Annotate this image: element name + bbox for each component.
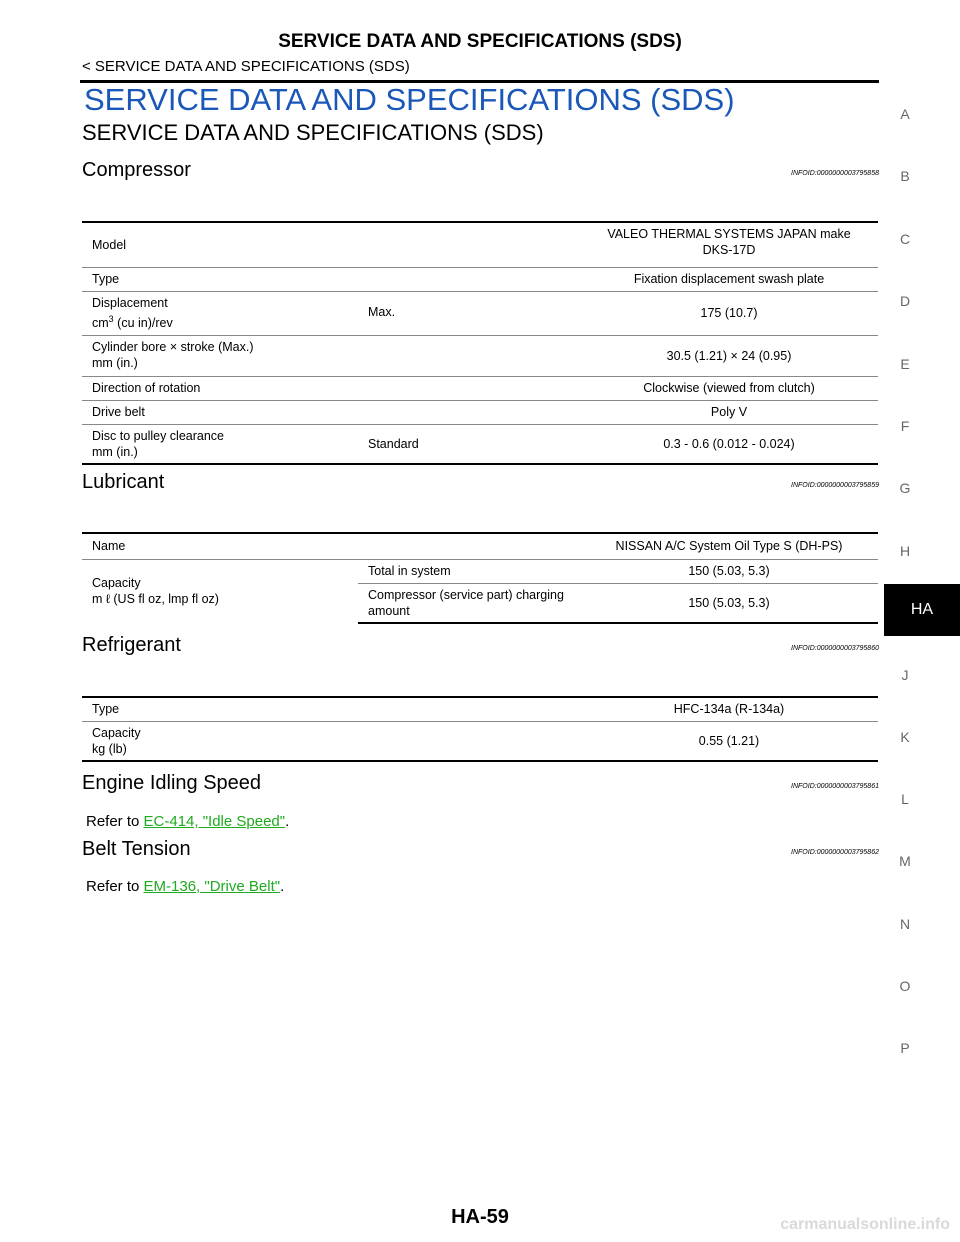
idling-reference: Refer to EC-414, "Idle Speed". — [86, 813, 289, 830]
compressor-charge-value: 150 (5.03, 5.3) — [580, 582, 878, 624]
table-row: Name NISSAN A/C System Oil Type S (DH-PS… — [82, 532, 878, 559]
belt-value: Poly V — [580, 399, 878, 424]
capacity-label: Capacity m ℓ (US fl oz, lmp fl oz) — [82, 558, 358, 623]
table-row: Direction of rotation Clockwise (viewed … — [82, 375, 878, 400]
side-index-c[interactable]: C — [899, 231, 911, 247]
side-index-n[interactable]: N — [899, 916, 911, 932]
belt-tension-infoid: INFOID:0000000003795862 — [791, 849, 879, 856]
side-index-o[interactable]: O — [899, 978, 911, 994]
side-index-d[interactable]: D — [899, 293, 911, 309]
watermark: carmanualsonline.info — [780, 1216, 950, 1233]
clearance-sub: Standard — [358, 423, 580, 465]
compressor-heading: Compressor — [82, 159, 191, 181]
compressor-table: Model VALEO THERMAL SYSTEMS JAPAN make D… — [82, 221, 878, 465]
displacement-sub: Max. — [358, 290, 580, 335]
model-value-line-1: VALEO THERMAL SYSTEMS JAPAN make — [607, 227, 851, 241]
belt-label: Drive belt — [82, 399, 580, 424]
clearance-label-line-1: Disc to pulley clearance — [92, 428, 225, 443]
page-number: HA-59 — [451, 1206, 509, 1228]
refrigerant-infoid: INFOID:0000000003795860 — [791, 645, 879, 652]
clearance-label: Disc to pulley clearance mm (in.) — [82, 423, 358, 465]
model-value-line-2: DKS-17D — [702, 243, 756, 257]
header-rule — [80, 80, 879, 83]
refrigerant-capacity-label: Capacity kg (lb) — [82, 720, 580, 762]
table-row: Displacement cm3 (cu in)/rev Max. 175 (1… — [82, 290, 878, 335]
lubricant-infoid: INFOID:0000000003795859 — [791, 482, 879, 489]
name-value: NISSAN A/C System Oil Type S (DH-PS) — [580, 532, 878, 559]
section-title: SERVICE DATA AND SPECIFICATIONS (SDS) — [84, 82, 735, 117]
compressor-charge-sub: Compressor (service part) charging amoun… — [358, 582, 580, 624]
table-row: Capacity kg (lb) 0.55 (1.21) — [82, 720, 878, 762]
refrigerant-type-value: HFC-134a (R-134a) — [580, 696, 878, 721]
refrigerant-capacity-value: 0.55 (1.21) — [580, 720, 878, 762]
displacement-label-line-2: cm3 (cu in)/rev — [92, 313, 173, 330]
refrigerant-capacity-line-1: Capacity — [92, 725, 141, 740]
compressor-infoid: INFOID:0000000003795858 — [791, 170, 879, 177]
drive-belt-link[interactable]: EM-136, "Drive Belt" — [143, 878, 281, 895]
refrigerant-table: Type HFC-134a (R-134a) Capacity kg (lb) … — [82, 696, 878, 762]
rotation-value: Clockwise (viewed from clutch) — [580, 375, 878, 400]
bore-label-line-1: Cylinder bore × stroke (Max.) — [92, 339, 254, 354]
capacity-label-line-1: Capacity — [92, 576, 141, 591]
refrigerant-type-label: Type — [82, 696, 580, 721]
side-index-p[interactable]: P — [900, 1040, 910, 1056]
capacity-label-line-2: m ℓ (US fl oz, lmp fl oz) — [92, 592, 219, 607]
side-index-j[interactable]: J — [901, 667, 909, 683]
lubricant-table: Name NISSAN A/C System Oil Type S (DH-PS… — [82, 532, 878, 624]
model-label: Model — [82, 221, 580, 267]
belt-tension-heading: Belt Tension — [82, 838, 191, 860]
table-row: Compressor (service part) charging amoun… — [82, 582, 878, 624]
side-index-h[interactable]: H — [899, 543, 911, 559]
total-value: 150 (5.03, 5.3) — [580, 558, 878, 583]
displacement-value: 175 (10.7) — [580, 290, 878, 335]
lubricant-heading: Lubricant — [82, 471, 165, 493]
side-index-a[interactable]: A — [900, 106, 910, 122]
idling-ref-suffix: . — [285, 813, 290, 830]
type-label: Type — [82, 266, 580, 291]
bore-value: 30.5 (1.21) × 24 (0.95) — [580, 334, 878, 376]
bore-label-line-2: mm (in.) — [92, 355, 138, 370]
side-index-b[interactable]: B — [900, 168, 910, 184]
displacement-label: Displacement cm3 (cu in)/rev — [82, 290, 358, 335]
table-row: Type Fixation displacement swash plate — [82, 266, 878, 291]
belt-ref-prefix: Refer to — [86, 878, 144, 895]
table-row: Type HFC-134a (R-134a) — [82, 696, 878, 721]
side-index-f[interactable]: F — [900, 418, 910, 434]
idling-heading: Engine Idling Speed — [82, 772, 262, 794]
side-index-m[interactable]: M — [899, 853, 911, 869]
total-sub: Total in system — [358, 558, 580, 583]
rotation-label: Direction of rotation — [82, 375, 580, 400]
table-row: Model VALEO THERMAL SYSTEMS JAPAN make D… — [82, 221, 878, 267]
type-value: Fixation displacement swash plate — [580, 266, 878, 291]
clearance-value: 0.3 - 0.6 (0.012 - 0.024) — [580, 423, 878, 465]
displacement-label-line-1: Displacement — [92, 295, 168, 310]
belt-reference: Refer to EM-136, "Drive Belt". — [86, 878, 284, 895]
name-label: Name — [82, 532, 580, 559]
table-row: Disc to pulley clearance mm (in.) Standa… — [82, 423, 878, 465]
breadcrumb: < SERVICE DATA AND SPECIFICATIONS (SDS) — [82, 58, 410, 75]
table-row: Capacity m ℓ (US fl oz, lmp fl oz) Total… — [82, 558, 878, 623]
side-index-l[interactable]: L — [901, 791, 909, 807]
side-index-ha-active[interactable]: HA — [884, 584, 960, 636]
table-row: Cylinder bore × stroke (Max.) mm (in.) 3… — [82, 334, 878, 376]
belt-ref-suffix: . — [280, 878, 285, 895]
side-index-e[interactable]: E — [900, 356, 910, 372]
side-index-k[interactable]: K — [900, 729, 910, 745]
bore-label: Cylinder bore × stroke (Max.) mm (in.) — [82, 334, 580, 376]
section-subtitle: SERVICE DATA AND SPECIFICATIONS (SDS) — [82, 120, 544, 145]
idling-ref-prefix: Refer to — [86, 813, 144, 830]
refrigerant-heading: Refrigerant — [82, 634, 181, 656]
idling-infoid: INFOID:0000000003795861 — [791, 783, 879, 790]
page-header-title: SERVICE DATA AND SPECIFICATIONS (SDS) — [278, 31, 682, 52]
idle-speed-link[interactable]: EC-414, "Idle Speed" — [143, 813, 286, 830]
clearance-label-line-2: mm (in.) — [92, 444, 138, 459]
refrigerant-capacity-line-2: kg (lb) — [92, 741, 127, 756]
table-row: Drive belt Poly V — [82, 399, 878, 424]
model-value: VALEO THERMAL SYSTEMS JAPAN make DKS-17D — [580, 221, 878, 267]
side-index-g[interactable]: G — [899, 480, 911, 496]
